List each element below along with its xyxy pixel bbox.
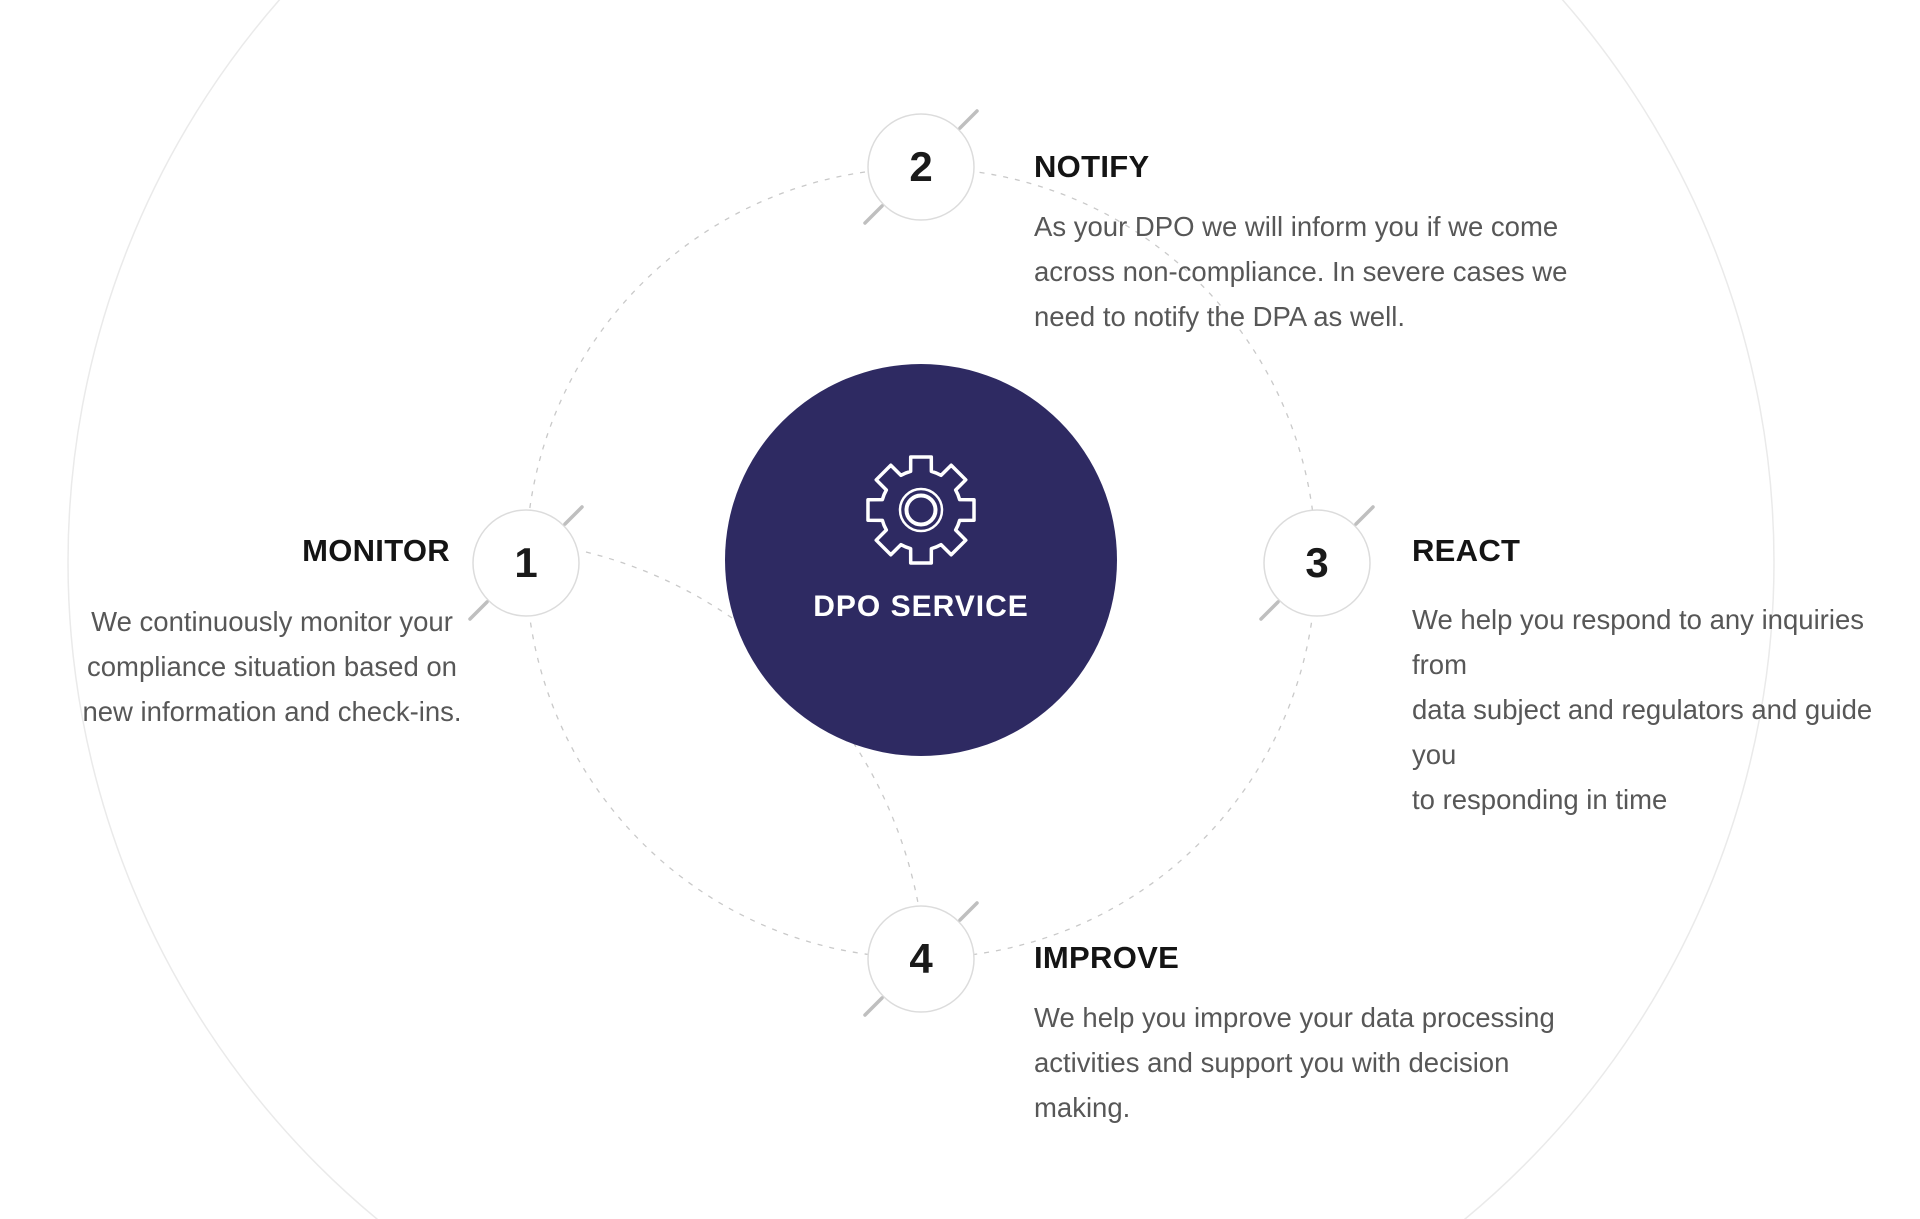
node-tick-marks — [468, 109, 1375, 1017]
step-title-react: REACT — [1412, 533, 1521, 568]
step-number-2: 2 — [909, 143, 933, 190]
gear-icon — [866, 455, 976, 565]
tick-icon — [468, 600, 489, 621]
step-number-3: 3 — [1305, 539, 1329, 586]
step-node-circle-4 — [867, 905, 975, 1013]
tick-icon — [958, 109, 979, 130]
step-description-monitor: We continuously monitor your compliance … — [82, 606, 462, 727]
step-number-4: 4 — [909, 935, 933, 982]
step-node-circle-2 — [867, 113, 975, 221]
tick-icon — [863, 996, 884, 1017]
hub-label: DPO SERVICE — [813, 590, 1029, 623]
step-description-notify: As your DPO we will inform you if we com… — [1034, 211, 1568, 332]
tick-icon — [1259, 600, 1280, 621]
step-title-notify: NOTIFY — [1034, 149, 1150, 184]
tick-icon — [563, 505, 584, 526]
step-node-circle-1 — [472, 509, 580, 617]
step-node-circle-3 — [1263, 509, 1371, 617]
outer-orbit-circle — [67, 0, 1775, 1219]
step-number-1: 1 — [514, 539, 538, 586]
tick-icon — [863, 204, 884, 225]
step-nodes — [472, 113, 1371, 1013]
step-title-improve: IMPROVE — [1034, 940, 1180, 975]
tick-icon — [1354, 505, 1375, 526]
step-description-react: We help you respond to any inquiries fro… — [1412, 604, 1873, 815]
step-description-improve: We help you improve your data processing… — [1034, 1002, 1555, 1123]
step-title-monitor: MONITOR — [302, 533, 450, 568]
tick-icon — [958, 901, 979, 922]
